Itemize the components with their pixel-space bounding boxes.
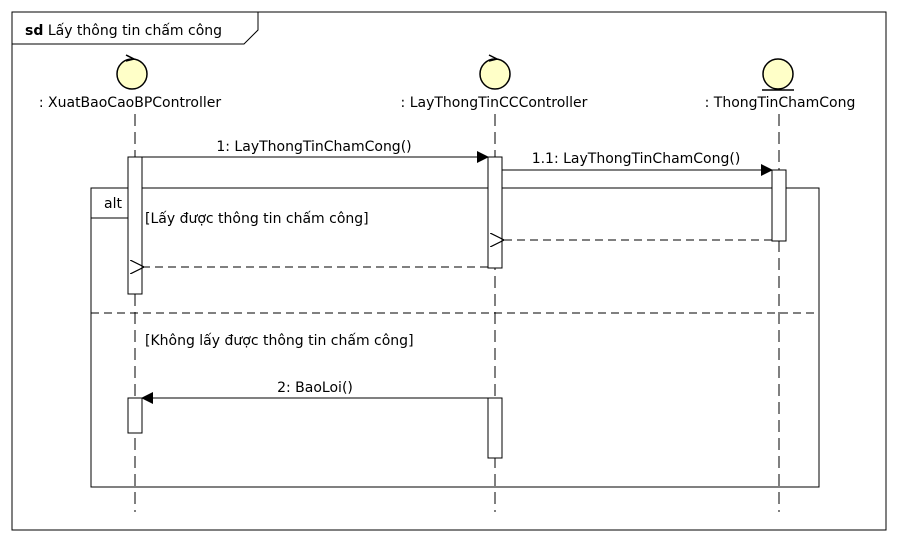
control-icon — [116, 54, 148, 90]
alt-fragment — [90, 187, 820, 488]
activation-layctrl-1 — [487, 156, 503, 269]
control-icon — [479, 54, 511, 90]
sd-frame — [11, 11, 887, 531]
alt-operator: alt — [104, 196, 122, 212]
sd-frame-tab — [12, 12, 259, 45]
message-1-1-label: 1.1: LayThongTinChamCong() — [532, 151, 741, 167]
frame-title: sd Lấy thông tin chấm công — [25, 23, 222, 39]
frame-name: Lấy thông tin chấm công — [48, 23, 222, 39]
lifeline-label-thongtin: : ThongTinChamCong — [705, 95, 856, 111]
activation-layctrl-2 — [487, 397, 503, 459]
entity-icon — [762, 58, 794, 91]
lifeline-label-xuat: : XuatBaoCaoBPController — [39, 95, 222, 111]
activation-thongtin-1 — [771, 169, 787, 242]
message-1-label: 1: LayThongTinChamCong() — [216, 139, 411, 155]
frame-keyword: sd — [25, 23, 43, 39]
lifeline-label-layctrl: : LayThongTinCCController — [401, 95, 588, 111]
activation-xuat-1 — [127, 156, 143, 295]
activation-xuat-2 — [127, 397, 143, 434]
message-2-label: 2: BaoLoi() — [277, 380, 353, 396]
alt-guard-2: [Không lấy được thông tin chấm công] — [145, 333, 414, 349]
alt-guard-1: [Lấy được thông tin chấm công] — [145, 211, 369, 227]
